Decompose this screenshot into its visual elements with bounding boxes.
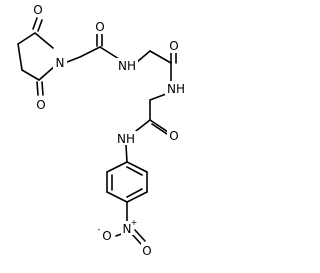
atom-label-nitrogen: N <box>56 56 65 70</box>
bond <box>136 50 151 63</box>
atom-label-oxygen: O <box>33 3 42 17</box>
charge-negative: - <box>98 225 101 234</box>
atom-label-oxygen: O <box>142 244 151 258</box>
chemical-structure: O O N O NH O NH O NH N + O - O <box>17 2 187 258</box>
atom-label-oxygen: O <box>36 98 45 112</box>
bond <box>36 81 39 96</box>
bond <box>149 119 169 133</box>
bond <box>37 19 43 32</box>
bond <box>106 191 128 203</box>
bond <box>17 32 36 45</box>
bond <box>106 161 128 173</box>
atom-label-oxygen: O <box>95 20 104 34</box>
atom-label-nh: NH <box>167 82 185 96</box>
bond <box>126 161 148 173</box>
atom-label-nh: NH <box>117 132 135 146</box>
bond <box>125 144 128 163</box>
bond <box>17 43 23 71</box>
atom-label-oxygen: O <box>169 39 178 53</box>
bond <box>134 229 146 242</box>
bond <box>126 166 143 176</box>
bond <box>79 46 101 58</box>
bond <box>126 191 148 203</box>
bond <box>135 119 151 132</box>
bond <box>149 50 172 64</box>
bond <box>21 69 40 81</box>
bonds <box>17 17 177 245</box>
bond <box>126 188 143 198</box>
bond <box>32 17 38 30</box>
atom-label-oxygen: O <box>102 229 111 243</box>
bond <box>66 56 81 63</box>
bond <box>41 81 44 96</box>
atom-label-oxygen: O <box>169 129 178 143</box>
atom-label-nitrogen: N <box>123 222 132 236</box>
charge-positive: + <box>131 218 138 227</box>
bond <box>38 65 56 81</box>
atom-label-nh: NH <box>118 59 136 73</box>
atom-labels: O O N O NH O NH O NH N + O - O <box>31 2 187 258</box>
bond <box>99 46 120 60</box>
bond <box>34 32 54 49</box>
bond <box>149 93 167 101</box>
